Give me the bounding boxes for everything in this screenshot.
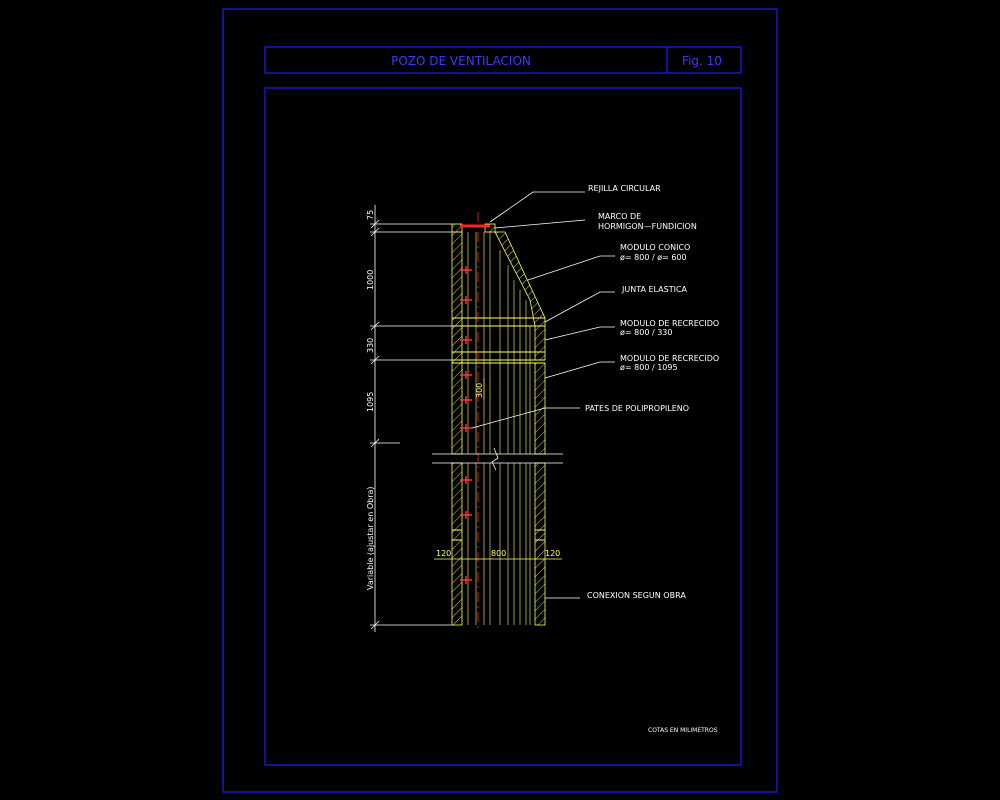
label-rejilla: REJILLA CIRCULAR	[588, 184, 661, 193]
label-junta: JUNTA ELASTICA	[621, 285, 688, 294]
label-marco-2: HORMIGON—FUNDICION	[598, 222, 697, 231]
label-recrecido330-2: ø= 800 / 330	[620, 328, 672, 337]
drawing-frame	[264, 87, 742, 766]
leader-lines	[471, 191, 615, 599]
dim-120-left: 120	[436, 549, 451, 558]
dim-300: 300	[475, 383, 484, 398]
label-pates: PATES DE POLIPROPILENO	[585, 404, 689, 413]
figure-number: Fig. 10	[682, 54, 722, 68]
shaft-section	[432, 212, 563, 630]
top-frame-left	[451, 223, 463, 233]
drawing-title: POZO DE VENTILACION	[391, 54, 531, 68]
dim-800: 800	[491, 549, 506, 558]
left-wall-lower	[451, 462, 463, 626]
title-block	[264, 46, 742, 74]
dim-75: 75	[366, 210, 375, 220]
left-wall	[451, 231, 463, 455]
label-recrecido1095-2: ø= 800 / 1095	[620, 363, 678, 372]
outer-frame	[222, 8, 778, 793]
label-conico-1: MODULO CONICO	[620, 243, 690, 252]
label-recrecido1095-1: MODULO DE RECRECIDO	[620, 354, 719, 363]
label-recrecido330-1: MODULO DE RECRECIDO	[620, 319, 719, 328]
units-note: COTAS EN MILIMETROS	[648, 727, 718, 734]
dim-variable: Variable (ajustar en Obra)	[366, 486, 375, 590]
right-wall-lower	[534, 462, 546, 626]
right-wall-330	[534, 325, 546, 361]
label-marco-1: MARCO DE	[598, 212, 641, 221]
label-conexion: CONEXION SEGUN OBRA	[587, 591, 686, 600]
label-conico-2: ø= 800 / ø= 600	[620, 253, 687, 262]
dim-1095: 1095	[366, 392, 375, 412]
break-line	[432, 447, 563, 471]
dim-120-right: 120	[545, 549, 560, 558]
steps	[460, 266, 472, 584]
dim-330: 330	[366, 338, 375, 353]
module-joints	[452, 317, 545, 541]
interior-shading	[467, 232, 531, 625]
dimension-chain	[370, 205, 452, 632]
dim-1000: 1000	[366, 270, 375, 290]
